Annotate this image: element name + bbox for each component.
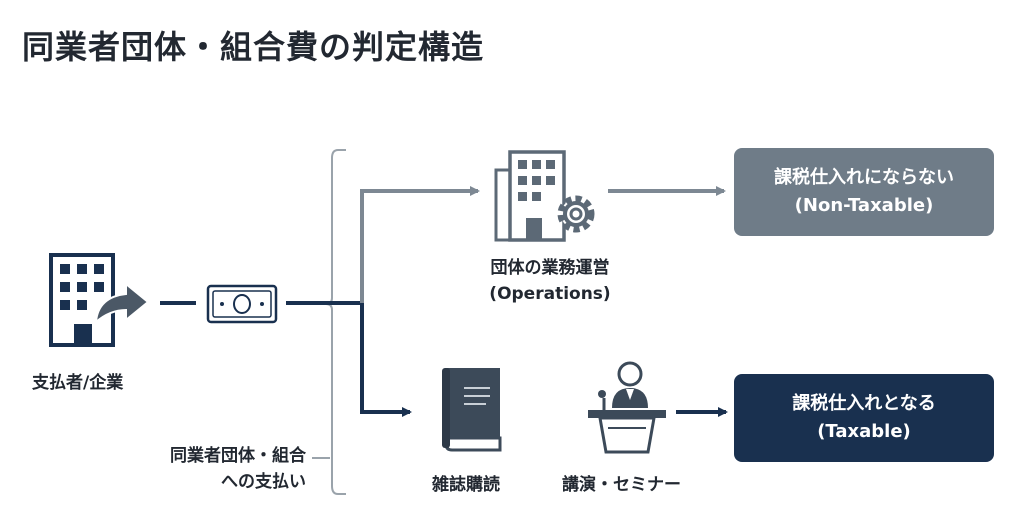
book-icon xyxy=(442,368,502,452)
operations-label-line2: (Operations) xyxy=(489,283,611,304)
non-taxable-line1: 課税仕入れにならない xyxy=(774,167,954,189)
building-arrow-icon xyxy=(49,253,150,347)
taxable-box: 課税仕入れとなる (Taxable) xyxy=(734,374,994,462)
operations-label: 団体の業務運営 (Operations) xyxy=(470,256,630,307)
arrow-to-magazine xyxy=(360,303,412,417)
payment-label-line2: への支払い xyxy=(221,471,306,492)
taxable-line1: 課税仕入れとなる xyxy=(792,393,936,415)
payment-label-line1: 同業者団体・組合 xyxy=(170,446,306,466)
grouping-bracket xyxy=(325,149,346,495)
speaker-podium-icon xyxy=(588,361,666,454)
operations-label-line1: 団体の業務運営 xyxy=(490,258,610,278)
non-taxable-line2: (Non-Taxable) xyxy=(794,195,934,216)
page-title: 同業者団体・組合費の判定構造 xyxy=(22,28,485,66)
magazine-label: 雑誌購読 xyxy=(432,475,500,495)
banknote-icon xyxy=(206,284,278,324)
non-taxable-box: 課税仕入れにならない (Non-Taxable) xyxy=(734,148,994,236)
arrow-to-operations xyxy=(360,186,480,303)
building-gear-icon xyxy=(494,150,595,242)
taxable-line2: (Taxable) xyxy=(817,421,911,442)
payment-label: 同業者団体・組合 への支払い xyxy=(120,444,306,495)
payer-label: 支払者/企業 xyxy=(32,373,124,393)
seminar-label: 講演・セミナー xyxy=(562,475,681,495)
